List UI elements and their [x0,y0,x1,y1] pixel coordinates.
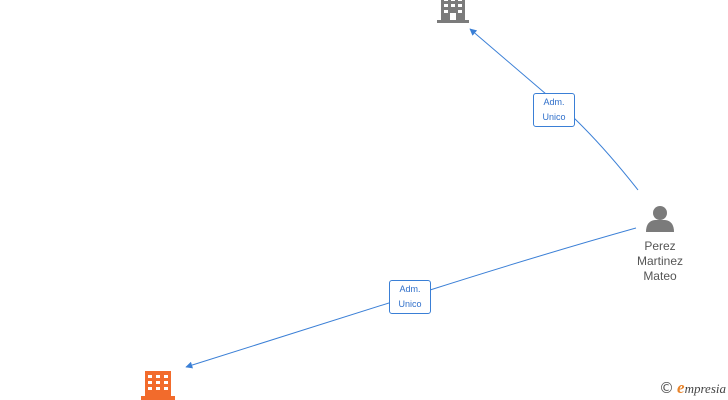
edge-person-to-company-top [469,28,639,191]
company-bottom-node[interactable] [141,371,175,400]
empresia-watermark: ©empresia [659,378,726,398]
edge-label-line: Unico [542,112,566,122]
building-icon [141,371,175,400]
edge-label-line: Adm. [543,97,565,107]
person-node[interactable] [646,206,674,232]
edge-label-line: Adm. [399,284,421,294]
person-name-line: Mateo [643,269,677,283]
edge-person-to-company-bottom [185,227,637,369]
edge-label-bottom[interactable]: Adm. Unico [389,280,431,314]
person-name-line: Perez [644,239,676,253]
company-top-node[interactable] [437,0,469,23]
person-icon [646,206,674,232]
building-icon [437,0,469,23]
brand-initial: e [677,378,685,397]
person-name-label[interactable]: Perez Martinez Mateo [620,239,700,284]
edge-label-line: Unico [398,299,422,309]
copyright-icon: © [659,379,675,397]
edge-label-top[interactable]: Adm. Unico [533,93,575,127]
brand-name: mpresia [684,381,726,396]
person-name-line: Martinez [636,254,683,268]
